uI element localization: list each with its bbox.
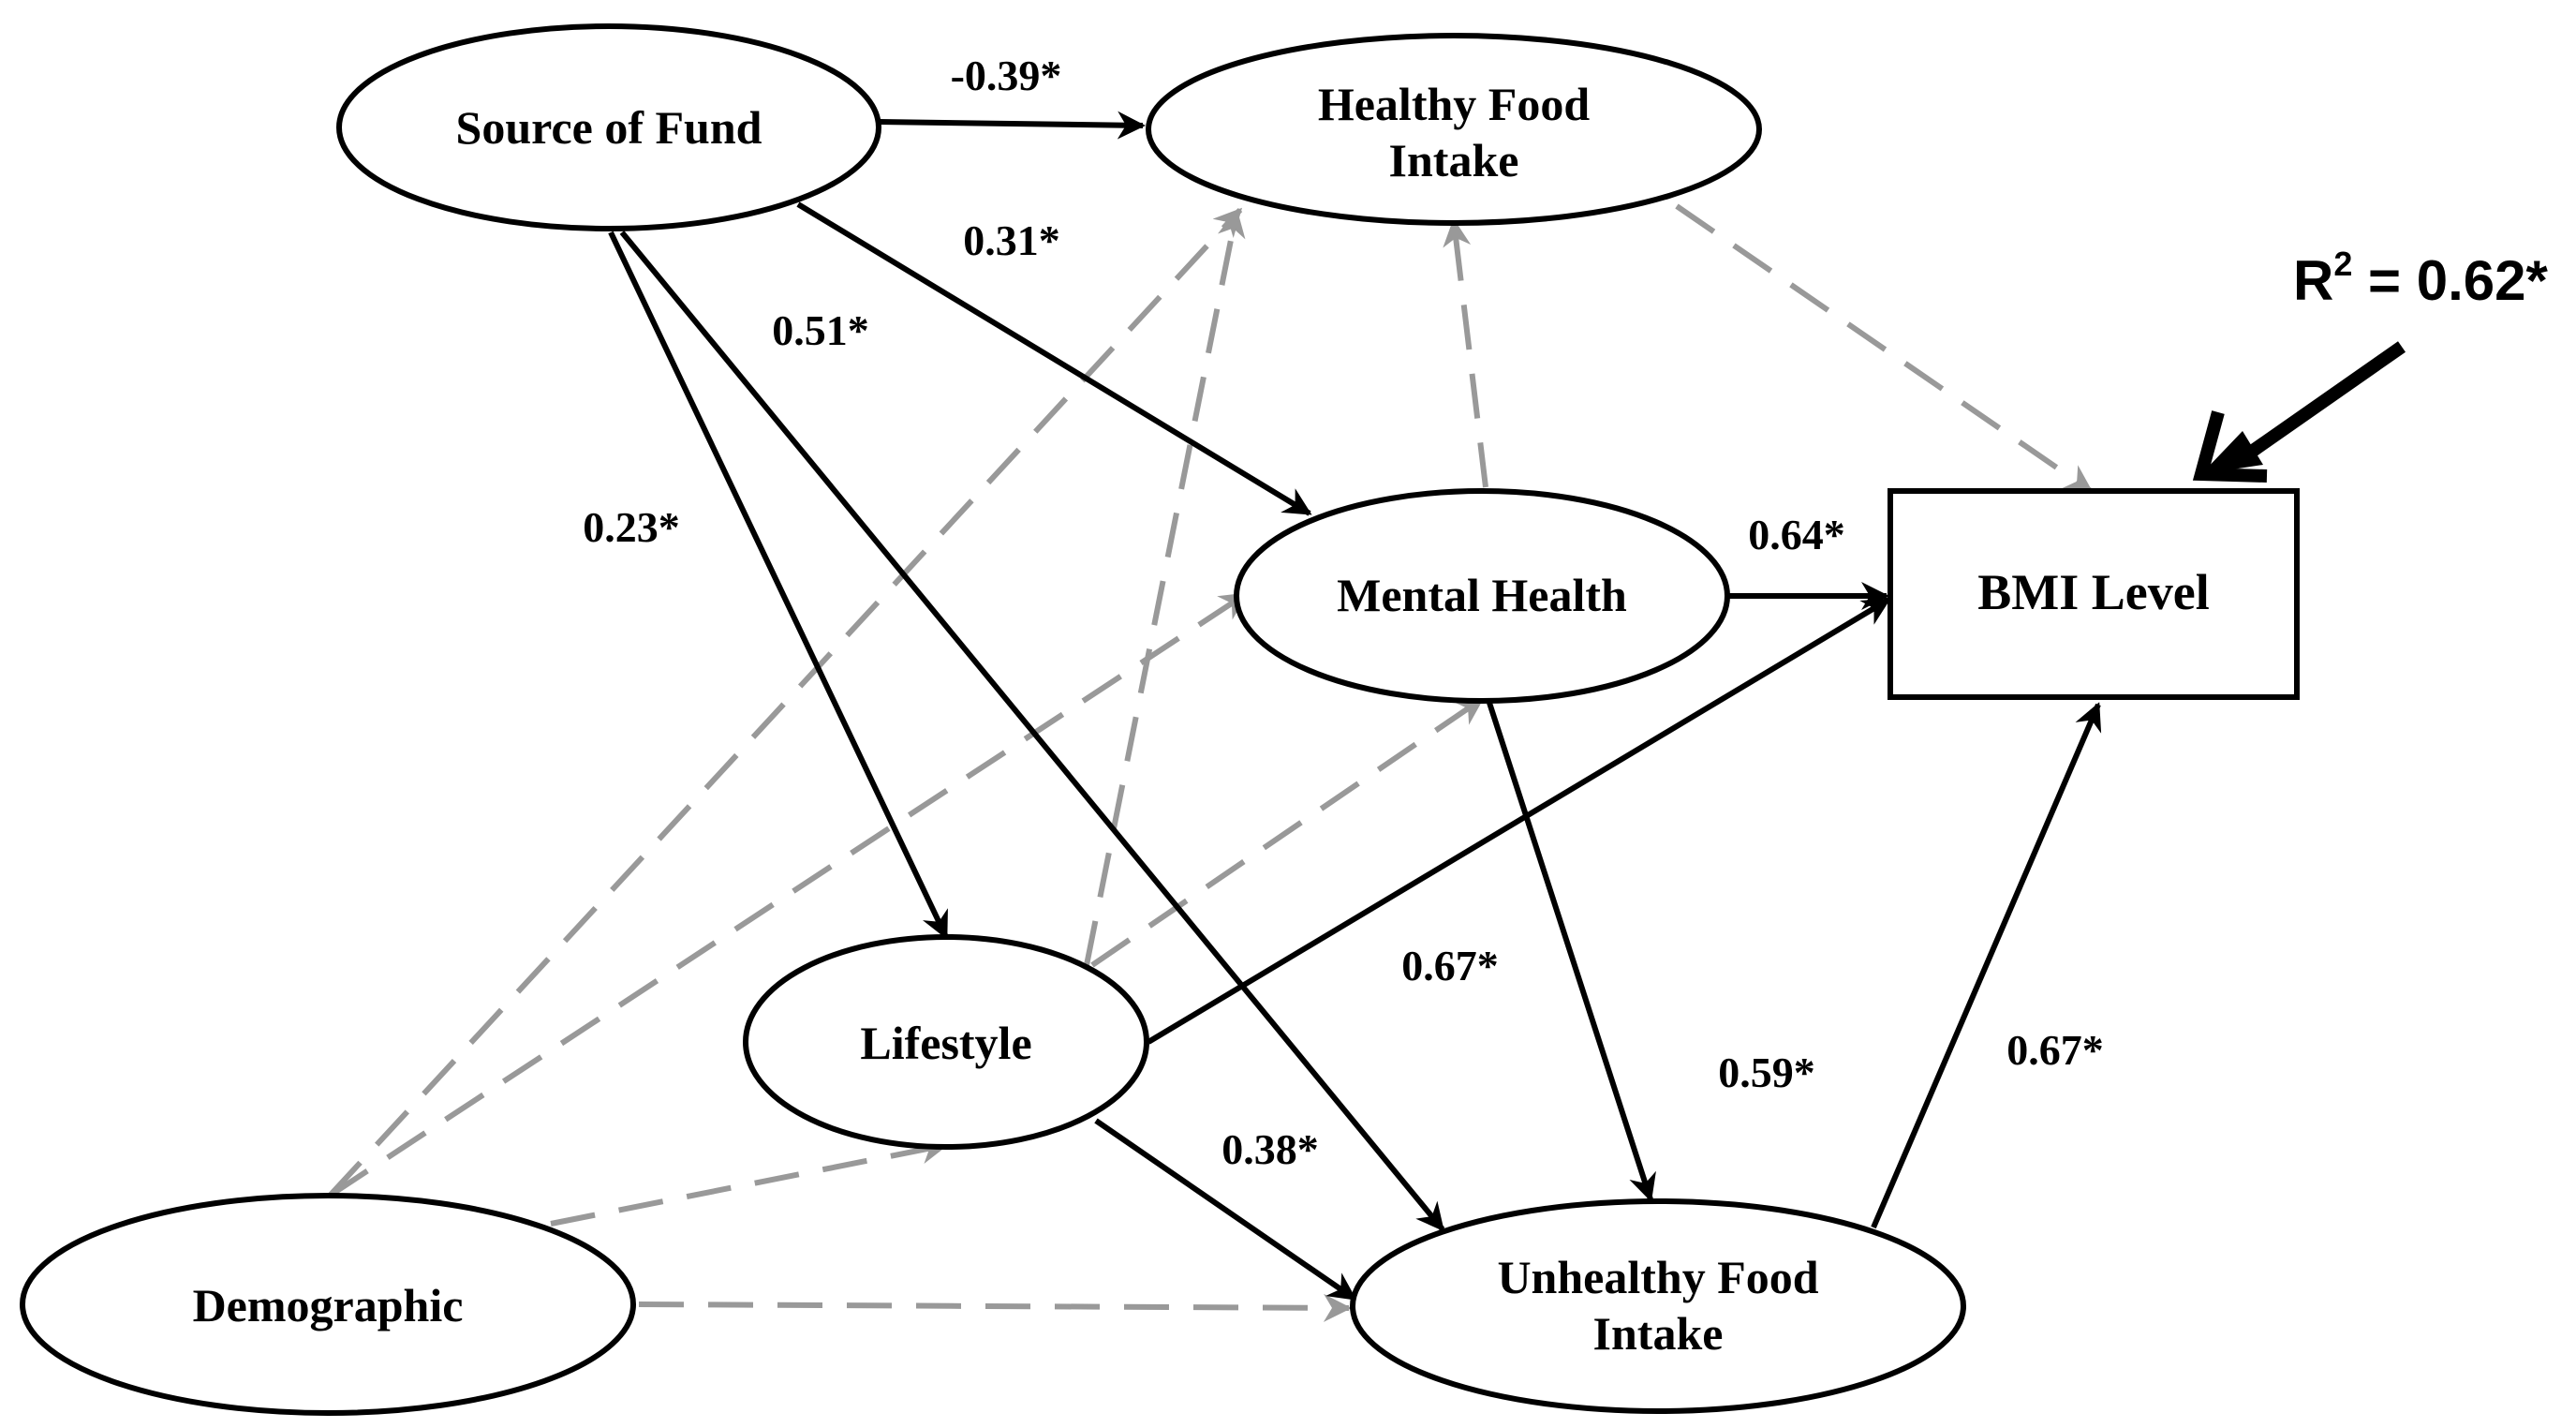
- node-lifestyle: Lifestyle: [743, 934, 1149, 1150]
- node-mental-health-label: Mental Health: [1337, 569, 1627, 621]
- coef-lifestyle-to-bmi: 0.67*: [1401, 942, 1499, 989]
- path-demographic-to-healthy: [327, 207, 1243, 1198]
- path-source-to-lifestyle: [608, 231, 949, 940]
- node-source-of-fund-label: Source of Fund: [456, 101, 762, 154]
- r-squared-superscript: 2: [2333, 245, 2352, 283]
- path-lifestyle-to-mental: [1090, 696, 1485, 968]
- node-source-of-fund: Source of Fund: [336, 23, 881, 231]
- node-bmi-level-label: BMI Level: [1977, 564, 2209, 620]
- node-demographic: Demographic: [20, 1193, 636, 1416]
- path-lifestyle-to-healthy: [1084, 209, 1246, 966]
- path-demographic-to-mental: [328, 591, 1249, 1198]
- node-bmi-level: BMI Level: [1888, 488, 2300, 700]
- path-demographic-to-unhealthy: [638, 1293, 1352, 1322]
- node-unhealthy-food-intake: Unhealthy Food Intake: [1350, 1198, 1966, 1414]
- node-lifestyle-label: Lifestyle: [860, 1017, 1031, 1069]
- coef-lifestyle-to-unhealthy: 0.38*: [1221, 1125, 1319, 1173]
- coef-unhealthy-to-bmi: 0.67*: [2006, 1026, 2104, 1074]
- path-source-to-mental: [796, 201, 1312, 516]
- r-squared-prefix: R: [2293, 249, 2333, 312]
- coef-source-to-mental: 0.31*: [963, 216, 1060, 264]
- path-demographic-to-lifestyle: [550, 1136, 949, 1227]
- coef-source-to-healthy: -0.39*: [951, 52, 1062, 99]
- path-lifestyle-to-bmi: [1147, 597, 1891, 1045]
- r-squared-label: R2 = 0.62*: [2293, 245, 2549, 312]
- node-demographic-label: Demographic: [193, 1279, 464, 1331]
- path-source-to-unhealthy: [619, 231, 1445, 1232]
- node-unhealthy-food-intake-label-line2: Intake: [1593, 1307, 1724, 1360]
- path-lifestyle-to-unhealthy: [1094, 1118, 1357, 1302]
- r-squared-pointer-chevron: [2192, 410, 2268, 483]
- coef-mental-to-bmi: 0.64*: [1748, 511, 1845, 558]
- r-squared-value: = 0.62*: [2352, 249, 2548, 312]
- path-mental-to-healthy: [1443, 218, 1488, 488]
- r-squared-pointer-arrow: [2242, 341, 2406, 461]
- coef-source-to-unhealthy: 0.51*: [772, 306, 869, 354]
- node-unhealthy-food-intake-label-line1: Unhealthy Food: [1497, 1251, 1818, 1303]
- node-healthy-food-intake-label-line1: Healthy Food: [1318, 78, 1590, 130]
- path-mental-to-unhealthy: [1487, 702, 1656, 1202]
- r-squared-pointer-arrowhead: [2201, 431, 2263, 474]
- path-source-to-healthy: [878, 111, 1146, 140]
- path-unhealthy-to-bmi: [1871, 702, 2102, 1229]
- node-mental-health: Mental Health: [1234, 488, 1730, 704]
- node-healthy-food-intake: Healthy Food Intake: [1146, 33, 1762, 226]
- coef-source-to-lifestyle: 0.23*: [583, 503, 680, 551]
- coef-mental-to-unhealthy: 0.59*: [1718, 1049, 1815, 1096]
- path-healthy-to-bmi: [1675, 203, 2094, 494]
- node-healthy-food-intake-label-line2: Intake: [1389, 134, 1519, 186]
